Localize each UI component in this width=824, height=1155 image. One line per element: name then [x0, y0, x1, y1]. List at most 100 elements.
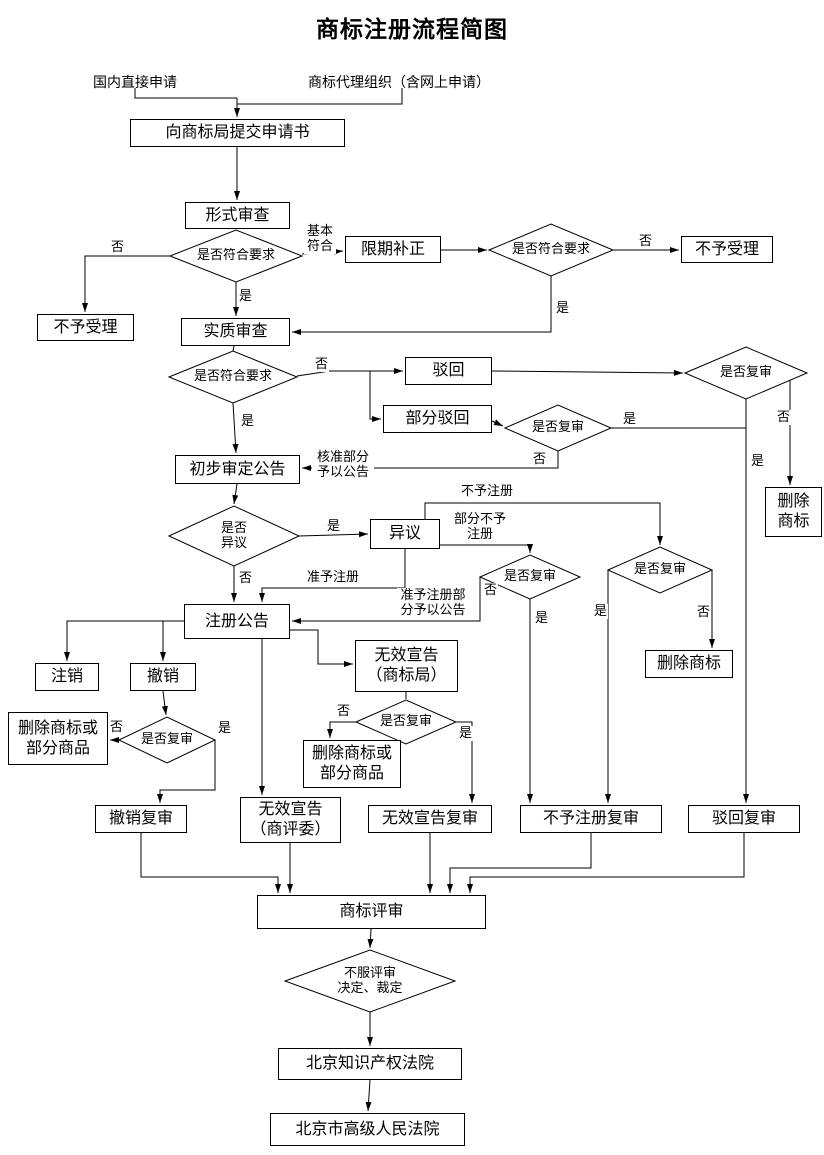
revocation-review-check-diamond: [117, 716, 217, 764]
correction-box: 限期补正: [345, 236, 441, 263]
rejection-review-box: 驳回复审: [688, 805, 800, 833]
label-substantive-yes: 是: [240, 413, 256, 429]
revocation-box: 撤销: [130, 663, 196, 691]
label-approve-register: 准予注册: [305, 569, 361, 585]
registration-announcement-box: 注册公告: [184, 604, 290, 639]
revocation-review-box: 撤销复审: [95, 805, 187, 833]
label-partial-no-register: 部分不予 注册: [452, 511, 508, 542]
edge-court-court: [365, 1079, 372, 1112]
edge-register-cancel: [64, 620, 184, 661]
edge-partial-review-check: [491, 419, 504, 427]
label-no-reg-yes: 是: [593, 603, 609, 619]
preliminary-announcement-box: 初步审定公告: [175, 455, 300, 484]
invalidation-review-check-label: 是否复审: [379, 713, 432, 728]
trademark-review-box: 商标评审: [257, 895, 486, 929]
edge-partial-review-no: [302, 451, 559, 471]
edge-invalid-no: [327, 721, 356, 738]
revocation-review-check-label: 是否复审: [140, 731, 193, 746]
edge-approve-register: [259, 549, 406, 602]
label-no-register: 不予注册: [459, 483, 515, 499]
edge-partial-reject-branch: [369, 371, 381, 422]
edge-correction-yes: [292, 276, 552, 335]
edge-partial-no-register: [440, 544, 533, 553]
edge-opposition-yes: [298, 531, 369, 538]
edge-reject-review-tm: [467, 833, 745, 893]
label-reject-review-yes: 是: [750, 453, 766, 469]
invalidation-board-box: 无效宣告 （商评委）: [240, 797, 341, 843]
label-formal-no: 否: [110, 239, 126, 255]
edge-no-reg-review-tm: [447, 833, 592, 893]
submit-application-box: 向商标局提交申请书: [130, 119, 345, 147]
label-correction-no: 否: [638, 233, 654, 249]
formal-examination-box: 形式审查: [185, 202, 290, 229]
label-revoke-yes: 是: [217, 720, 233, 736]
edge-revoke-review-tm: [140, 833, 281, 893]
not-accepted-right-box: 不予受理: [681, 236, 773, 263]
partial-review-check-label: 是否复审: [531, 419, 584, 434]
partial-review-check-diamond: [503, 404, 613, 452]
label-op-partial-yes: 是: [534, 610, 550, 626]
label-invalid-no: 否: [336, 703, 352, 719]
correction-check-label: 是否符合要求: [511, 241, 590, 256]
cancellation-box: 注销: [35, 663, 99, 691]
source-agency-label: 商标代理组织（含网上申请）: [308, 76, 490, 91]
label-no-reg-no: 否: [696, 604, 712, 620]
no-registration-review-check-label: 是否复审: [633, 561, 686, 576]
beijing-ip-court-box: 北京知识产权法院: [278, 1048, 462, 1080]
edge-substantive-check-link: [232, 345, 235, 352]
edge-revoke-yes: [157, 740, 216, 803]
invalidation-review-box: 无效宣告复审: [368, 805, 492, 833]
label-opposition-yes: 是: [326, 518, 342, 534]
invalidation-office-box: 无效宣告 （商标局）: [355, 640, 458, 692]
label-approve-partial-announce: 准予注册部 分予以公告: [397, 587, 469, 618]
edge-invalid-yes: [456, 721, 475, 803]
dissatisfied-check-diamond: [283, 949, 457, 1013]
formal-check-diamond: [168, 229, 304, 283]
edge-revoke-check: [161, 690, 168, 716]
edge-op-partial-no: [292, 577, 481, 624]
label-substantive-no: 否: [314, 356, 330, 372]
opposition-check-label: 是否 异议: [220, 520, 247, 550]
correction-check-diamond: [487, 223, 615, 277]
label-partial-review-yes: 是: [622, 411, 638, 427]
edge-substantive-no: [296, 368, 403, 377]
label-revoke-no: 否: [109, 719, 125, 735]
edge-preliminary-opposition: [232, 483, 239, 505]
label-correction-yes: 是: [555, 300, 571, 316]
substantive-examination-box: 实质审查: [181, 318, 290, 346]
delete-partial-mid-box: 删除商标或 部分商品: [303, 740, 401, 788]
formal-check-label: 是否符合要求: [196, 247, 275, 262]
no-registration-review-check-diamond: [606, 546, 714, 594]
label-opposition-no: 否: [238, 570, 254, 586]
substantive-check-label: 是否符合要求: [193, 368, 272, 383]
label-reject-review-no: 否: [776, 409, 792, 425]
dissatisfied-check-label: 不服评审 决定、裁定: [337, 965, 403, 995]
opposition-box: 异议: [370, 519, 440, 549]
label-approved-announce: 核准部分 予以公告: [312, 449, 374, 480]
diagram-title: 商标注册流程简图: [316, 17, 508, 42]
invalidation-review-check-diamond: [354, 699, 458, 745]
op-partial-review-check-diamond: [478, 554, 582, 600]
partial-rejection-box: 部分驳回: [383, 405, 492, 433]
edge-substantive-yes: [232, 402, 239, 454]
rejection-box: 驳回: [405, 357, 492, 385]
delete-trademark-mid-box: 删除商标: [645, 650, 733, 678]
source-domestic-label: 国内直接申请: [93, 76, 177, 91]
edge-domestic-merge: [134, 88, 237, 99]
beijing-high-court-box: 北京市高级人民法院: [270, 1113, 465, 1146]
substantive-check-diamond: [167, 350, 299, 404]
edge-formal-no: [82, 255, 170, 312]
edge-tm-dissatisfied: [367, 928, 374, 949]
opposition-check-diamond: [167, 505, 301, 567]
edge-register-invalid-office: [290, 629, 353, 667]
label-invalid-yes: 是: [458, 725, 474, 741]
no-registration-review-box: 不予注册复审: [520, 805, 662, 833]
label-formal-yes: 是: [238, 288, 254, 304]
op-partial-review-check-label: 是否复审: [503, 568, 556, 583]
edge-agency-merge: [237, 88, 403, 105]
edge-reject-review-check: [491, 369, 684, 376]
edge-no-register: [424, 502, 663, 545]
rejection-review-check-label: 是否复审: [719, 364, 772, 379]
